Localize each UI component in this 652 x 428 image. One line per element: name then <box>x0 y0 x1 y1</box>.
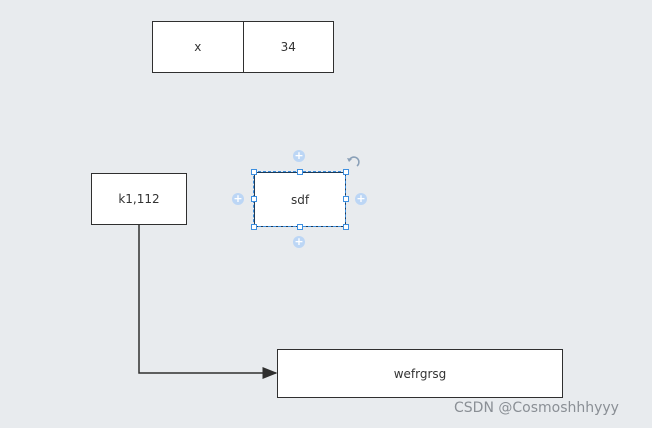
plus-icon[interactable]: + <box>293 149 305 162</box>
plus-icon[interactable]: + <box>232 192 244 205</box>
resize-handle-se[interactable] <box>343 224 349 230</box>
node-k1[interactable]: k1,112 <box>91 173 187 225</box>
record-cell-left: x <box>194 40 202 54</box>
record-node[interactable]: x 34 <box>152 21 334 73</box>
record-cell-right: 34 <box>242 22 334 72</box>
plus-icon[interactable]: + <box>355 192 367 205</box>
watermark: CSDN @Cosmoshhhyyy <box>454 400 619 416</box>
connector-k1-to-wef[interactable] <box>138 225 278 379</box>
resize-handle-n[interactable] <box>297 169 303 175</box>
node-wef[interactable]: wefrgrsg <box>277 349 563 398</box>
rotate-icon[interactable] <box>346 154 362 170</box>
node-sdf-selected[interactable]: sdf <box>254 172 346 227</box>
resize-handle-nw[interactable] <box>251 169 257 175</box>
resize-handle-w[interactable] <box>251 196 257 202</box>
resize-handle-ne[interactable] <box>343 169 349 175</box>
resize-handle-e[interactable] <box>343 196 349 202</box>
resize-handle-s[interactable] <box>297 224 303 230</box>
plus-icon[interactable]: + <box>293 235 305 248</box>
resize-handle-sw[interactable] <box>251 224 257 230</box>
